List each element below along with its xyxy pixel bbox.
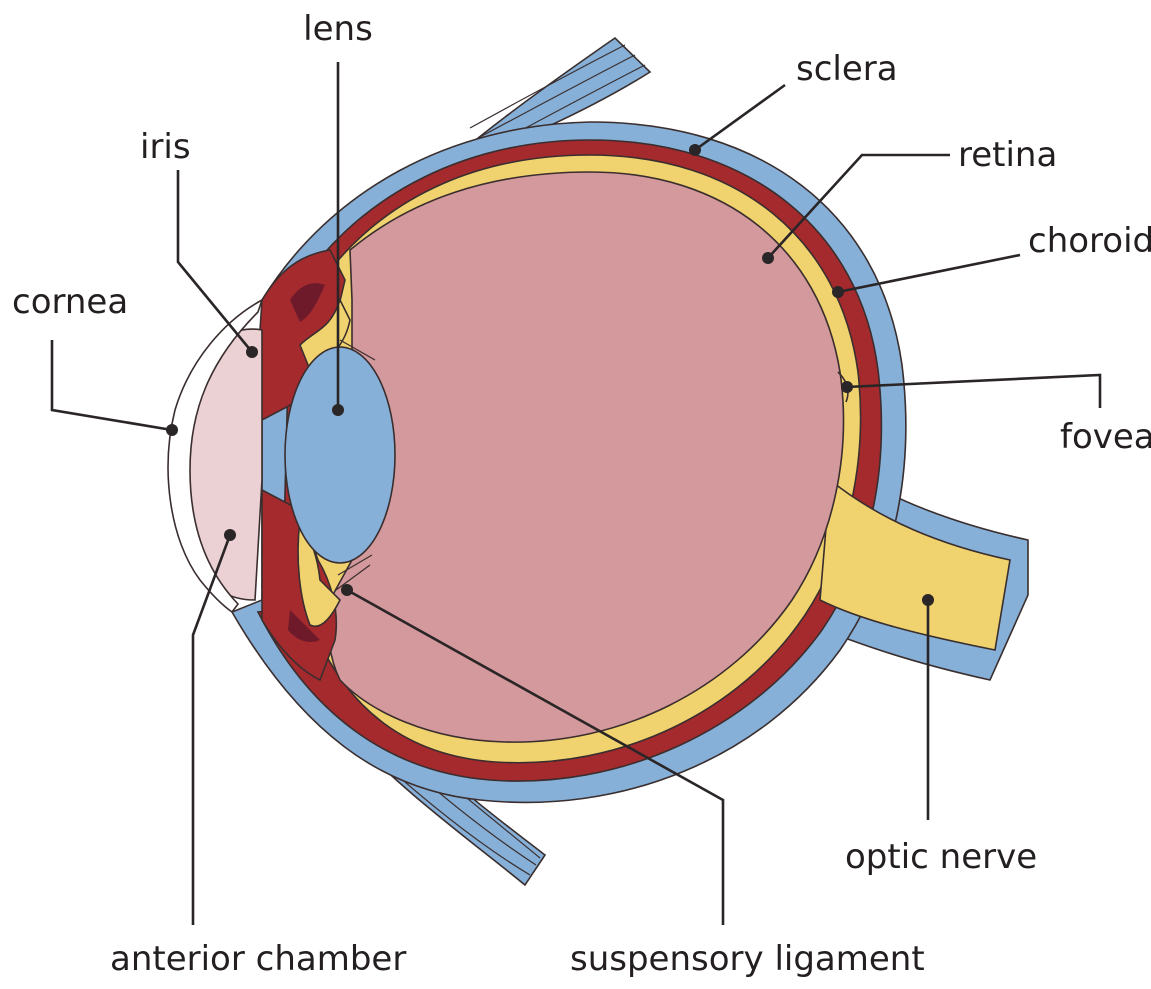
lens-body xyxy=(285,347,395,563)
label-suspensory-ligament: suspensory ligament xyxy=(570,939,925,979)
label-anterior-chamber: anterior chamber xyxy=(110,939,406,979)
leader-cornea xyxy=(52,340,178,436)
leader-sclera xyxy=(689,85,785,156)
label-lens: lens xyxy=(303,9,373,49)
label-sclera: sclera xyxy=(796,49,898,89)
label-optic-nerve: optic nerve xyxy=(845,837,1037,877)
label-fovea: fovea xyxy=(1060,417,1151,457)
label-iris: iris xyxy=(140,127,191,167)
label-choroid: choroid xyxy=(1028,221,1151,261)
label-cornea: cornea xyxy=(12,282,128,322)
label-retina: retina xyxy=(958,135,1057,175)
